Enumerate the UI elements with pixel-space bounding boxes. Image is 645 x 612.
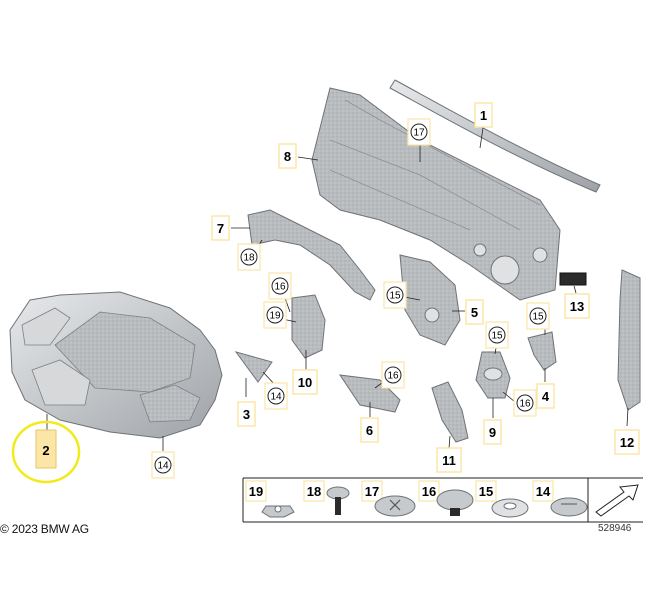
part-6-insulation-piece[interactable] (338, 374, 401, 413)
part-label-11[interactable]: 11 (436, 447, 462, 473)
callout-18[interactable]: 18 (237, 243, 261, 271)
svg-text:1: 1 (480, 108, 487, 123)
svg-text:16: 16 (519, 399, 531, 410)
svg-text:16: 16 (274, 282, 286, 293)
callout-17[interactable]: 17 (407, 118, 431, 146)
callout-15[interactable]: 15 (526, 302, 550, 330)
orientation-arrow-icon (595, 484, 639, 517)
svg-text:6: 6 (366, 423, 373, 438)
svg-text:17: 17 (413, 128, 425, 139)
svg-text:10: 10 (298, 375, 312, 390)
svg-text:15: 15 (389, 291, 401, 302)
part-label-4[interactable]: 4 (536, 383, 555, 409)
legend-cell-17[interactable]: 17 (361, 480, 416, 517)
legend-cell-19[interactable]: 19 (245, 480, 295, 518)
highlight-circle (11, 420, 81, 484)
washer-clip-icon (491, 498, 529, 518)
part-13-foam-block[interactable] (559, 272, 587, 286)
part-label-3[interactable]: 3 (237, 401, 256, 427)
part-label-8[interactable]: 8 (278, 143, 297, 169)
svg-text:8: 8 (284, 149, 291, 164)
part-label-9[interactable]: 9 (483, 419, 502, 445)
svg-text:18: 18 (243, 253, 255, 264)
svg-text:17: 17 (365, 484, 379, 499)
part-5-insulation-piece[interactable] (399, 254, 461, 346)
part-label-2[interactable]: 2 (35, 429, 57, 469)
copyright-text: © 2023 BMW AG (0, 522, 89, 536)
part-12-insulation-piece[interactable] (617, 269, 641, 411)
svg-text:15: 15 (479, 484, 493, 499)
svg-text:2: 2 (42, 443, 49, 458)
legend-cell-14[interactable]: 14 (532, 480, 588, 517)
callout-14[interactable]: 14 (264, 382, 288, 410)
svg-text:16: 16 (387, 371, 399, 382)
svg-text:5: 5 (471, 305, 478, 320)
screw-icon (326, 486, 350, 515)
part-label-7[interactable]: 7 (211, 215, 230, 241)
part-label-5[interactable]: 5 (465, 299, 484, 325)
svg-text:15: 15 (491, 331, 503, 342)
svg-text:19: 19 (269, 311, 281, 322)
part-1-seal-strip[interactable] (389, 79, 601, 193)
part-11-insulation-piece[interactable] (431, 381, 469, 443)
part-label-12[interactable]: 12 (614, 429, 640, 455)
svg-text:3: 3 (243, 407, 250, 422)
svg-text:19: 19 (249, 484, 263, 499)
body-nut-icon (550, 497, 588, 517)
part-8-firewall-insulation[interactable] (311, 87, 561, 301)
svg-text:15: 15 (532, 312, 544, 323)
svg-text:14: 14 (536, 484, 551, 499)
part-label-6[interactable]: 6 (360, 417, 379, 443)
part-4-insulation-piece[interactable] (527, 331, 557, 371)
svg-text:14: 14 (157, 461, 169, 472)
fastener-legend-table: 19 18 17 16 (242, 477, 643, 523)
part-2-underbody-shield[interactable] (9, 291, 223, 439)
callout-16[interactable]: 16 (268, 272, 292, 300)
part-label-10[interactable]: 10 (292, 369, 318, 395)
svg-text:13: 13 (570, 299, 584, 314)
svg-text:11: 11 (442, 453, 456, 468)
legend-cell-16[interactable]: 16 (418, 480, 474, 516)
diagram-id: 528946 (598, 523, 632, 534)
svg-text:12: 12 (620, 435, 634, 450)
expanding-rivet-icon (374, 495, 416, 517)
callout-15[interactable]: 15 (383, 281, 407, 309)
callout-16[interactable]: 16 (513, 389, 537, 417)
push-clip-icon (436, 489, 474, 516)
svg-text:9: 9 (489, 425, 496, 440)
callout-19[interactable]: 19 (263, 301, 287, 329)
part-label-1[interactable]: 1 (474, 102, 493, 128)
part-7-insulation-piece[interactable] (247, 209, 376, 301)
callout-15[interactable]: 15 (485, 321, 509, 349)
svg-text:16: 16 (422, 484, 436, 499)
callout-16[interactable]: 16 (381, 361, 405, 389)
part-3-insulation-piece[interactable] (234, 351, 273, 383)
legend-cell-18[interactable]: 18 (303, 480, 350, 515)
svg-text:7: 7 (217, 221, 224, 236)
svg-text:18: 18 (307, 484, 321, 499)
callout-14[interactable]: 14 (151, 451, 175, 479)
svg-text:4: 4 (542, 389, 550, 404)
legend-cell-15[interactable]: 15 (475, 480, 529, 518)
part-label-13[interactable]: 13 (564, 293, 590, 319)
svg-text:14: 14 (270, 392, 282, 403)
part-10-insulation-piece[interactable] (291, 294, 326, 359)
